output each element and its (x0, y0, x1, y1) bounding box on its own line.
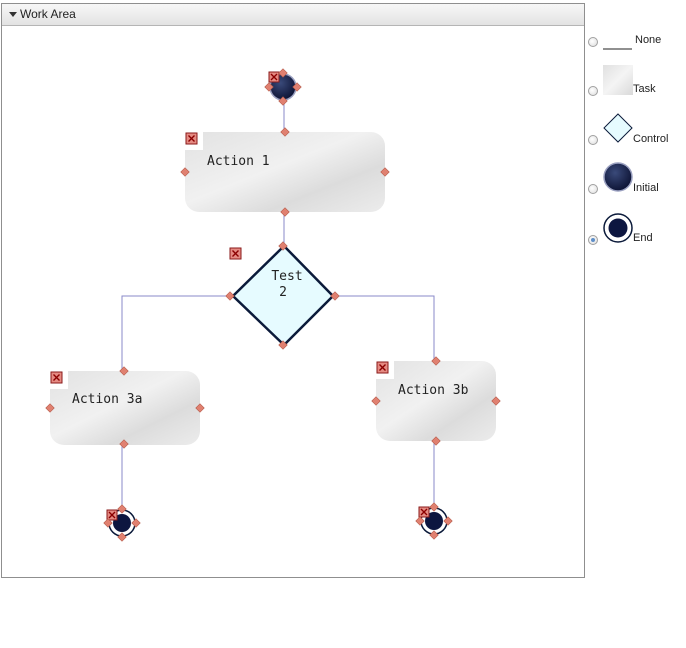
port-handle[interactable] (330, 291, 340, 301)
initial-node-icon (603, 162, 633, 192)
port-handle[interactable] (195, 403, 205, 413)
palette-item-none[interactable]: None (586, 28, 686, 68)
palette-item-control[interactable]: Control (586, 112, 686, 152)
port-handle[interactable] (119, 366, 129, 376)
port-handle[interactable] (443, 516, 453, 526)
decision-label-line1: Test (271, 269, 302, 284)
port-handle[interactable] (278, 96, 288, 106)
end-node-icon (603, 213, 633, 243)
port-handle[interactable] (431, 436, 441, 446)
port-handle[interactable] (371, 396, 381, 406)
task-label-action-3b: Action 3b (398, 383, 469, 398)
port-handle[interactable] (278, 241, 288, 251)
work-area-title: Work Area (20, 7, 76, 21)
palette-radio-control[interactable] (588, 135, 598, 145)
port-handle[interactable] (117, 504, 127, 514)
shape-palette: None Task Control (586, 0, 686, 648)
task-node-action-3b[interactable]: Action 3b (376, 361, 496, 441)
palette-radio-end[interactable] (588, 235, 598, 245)
port-handle[interactable] (491, 396, 501, 406)
port-handle[interactable] (429, 502, 439, 512)
palette-label-end: End (633, 232, 653, 244)
palette-label-task: Task (633, 83, 656, 95)
delete-icon-mark (270, 73, 278, 81)
palette-label-none: None (635, 34, 662, 46)
port-handle[interactable] (131, 518, 141, 528)
port-handle[interactable] (45, 403, 55, 413)
palette-label-control: Control (633, 133, 669, 145)
connector-line[interactable] (121, 295, 230, 370)
connector-line[interactable] (335, 295, 435, 360)
palette-radio-initial[interactable] (588, 184, 598, 194)
palette-item-end[interactable]: End (586, 210, 686, 250)
port-handle[interactable] (278, 68, 288, 78)
palette-item-initial[interactable]: Initial (586, 160, 686, 200)
task-label-action-3a: Action 3a (72, 392, 142, 407)
decision-node-test-2[interactable]: Test 2 (229, 244, 335, 347)
palette-radio-task[interactable] (588, 86, 598, 96)
end-node-left[interactable] (106, 509, 136, 537)
task-node-action-1[interactable]: Action 1 (185, 132, 385, 212)
port-handle[interactable] (278, 340, 288, 350)
task-label-action-1: Action 1 (207, 154, 270, 169)
port-handle[interactable] (292, 82, 302, 92)
line-icon (603, 48, 632, 50)
port-handle[interactable] (431, 356, 441, 366)
port-handle[interactable] (103, 518, 113, 528)
task-node-action-3a[interactable]: Action 3a (50, 371, 200, 445)
connection-ports (45, 68, 501, 542)
port-handle[interactable] (415, 516, 425, 526)
port-handle[interactable] (380, 167, 390, 177)
end-node-right[interactable] (418, 506, 448, 535)
port-handle[interactable] (280, 127, 290, 137)
palette-item-task[interactable]: Task (586, 62, 686, 102)
palette-label-initial: Initial (633, 182, 659, 194)
port-handle[interactable] (119, 439, 129, 449)
port-handle[interactable] (117, 532, 127, 542)
port-handle[interactable] (225, 291, 235, 301)
palette-radio-none[interactable] (588, 37, 598, 47)
work-area-header[interactable]: Work Area (2, 4, 584, 26)
connectors (121, 102, 435, 510)
port-handle[interactable] (264, 82, 274, 92)
chevron-down-icon[interactable] (9, 12, 17, 17)
port-handle[interactable] (280, 207, 290, 217)
workflow-canvas[interactable]: Action 1 Test 2 Action 3a Action 3b (2, 4, 585, 577)
diamond-icon (603, 113, 633, 143)
port-handle[interactable] (180, 167, 190, 177)
port-handle[interactable] (429, 530, 439, 540)
work-area-panel: Work Area (1, 3, 585, 578)
task-icon (603, 65, 633, 95)
decision-label-line2: 2 (279, 285, 287, 300)
